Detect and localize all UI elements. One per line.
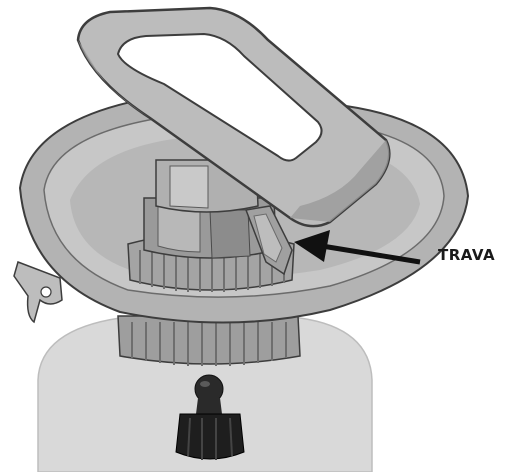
callout-label-trava: TRAVA bbox=[438, 246, 495, 264]
lower-threaded-collar bbox=[118, 316, 300, 366]
